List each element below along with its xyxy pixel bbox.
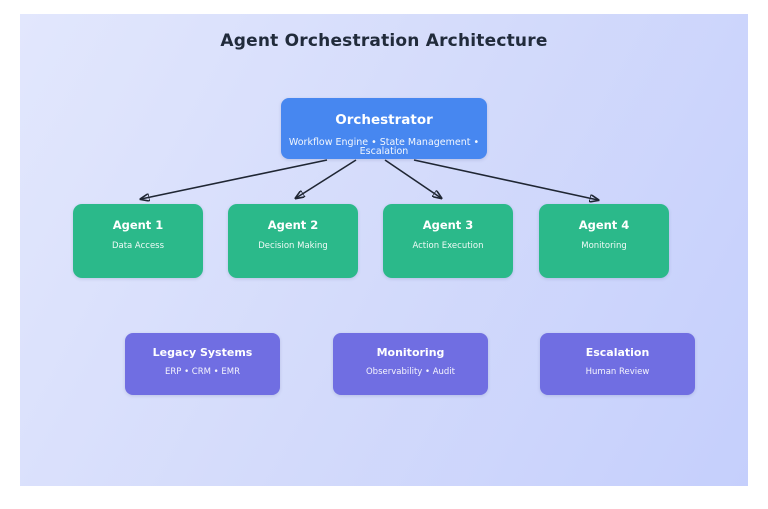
escalation-label: Escalation: [585, 346, 650, 359]
node-agent-4: Agent 4 Monitoring: [539, 204, 669, 278]
legacy-systems-sublabel: ERP • CRM • EMR: [164, 367, 241, 377]
agent-4-sublabel: Monitoring: [581, 240, 627, 251]
escalation-sublabel: Human Review: [585, 367, 650, 377]
node-monitoring: Monitoring Observability • Audit: [333, 333, 488, 395]
node-agent-2: Agent 2 Decision Making: [228, 204, 358, 278]
node-legacy-systems: Legacy Systems ERP • CRM • EMR: [125, 333, 280, 395]
orchestrator-label: Orchestrator: [335, 112, 433, 128]
agent-3-sublabel: Action Execution: [412, 240, 484, 251]
diagram-title: Agent Orchestration Architecture: [220, 31, 548, 51]
legacy-systems-label: Legacy Systems: [152, 346, 253, 359]
node-agent-3: Agent 3 Action Execution: [383, 204, 513, 278]
agent-1-sublabel: Data Access: [111, 240, 165, 251]
monitoring-label: Monitoring: [376, 346, 445, 359]
orchestrator-sublabel: Workflow Engine • State Management • Esc…: [288, 136, 480, 157]
agent-2-label: Agent 2: [267, 218, 319, 232]
agent-2-sublabel: Decision Making: [258, 240, 328, 251]
agent-4-label: Agent 4: [578, 218, 630, 232]
node-agent-1: Agent 1 Data Access: [73, 204, 203, 278]
node-orchestrator: Orchestrator Workflow Engine • State Man…: [281, 98, 487, 159]
agent-3-label: Agent 3: [422, 218, 474, 232]
node-escalation: Escalation Human Review: [540, 333, 695, 395]
monitoring-sublabel: Observability • Audit: [365, 367, 456, 377]
agent-1-label: Agent 1: [112, 218, 164, 232]
